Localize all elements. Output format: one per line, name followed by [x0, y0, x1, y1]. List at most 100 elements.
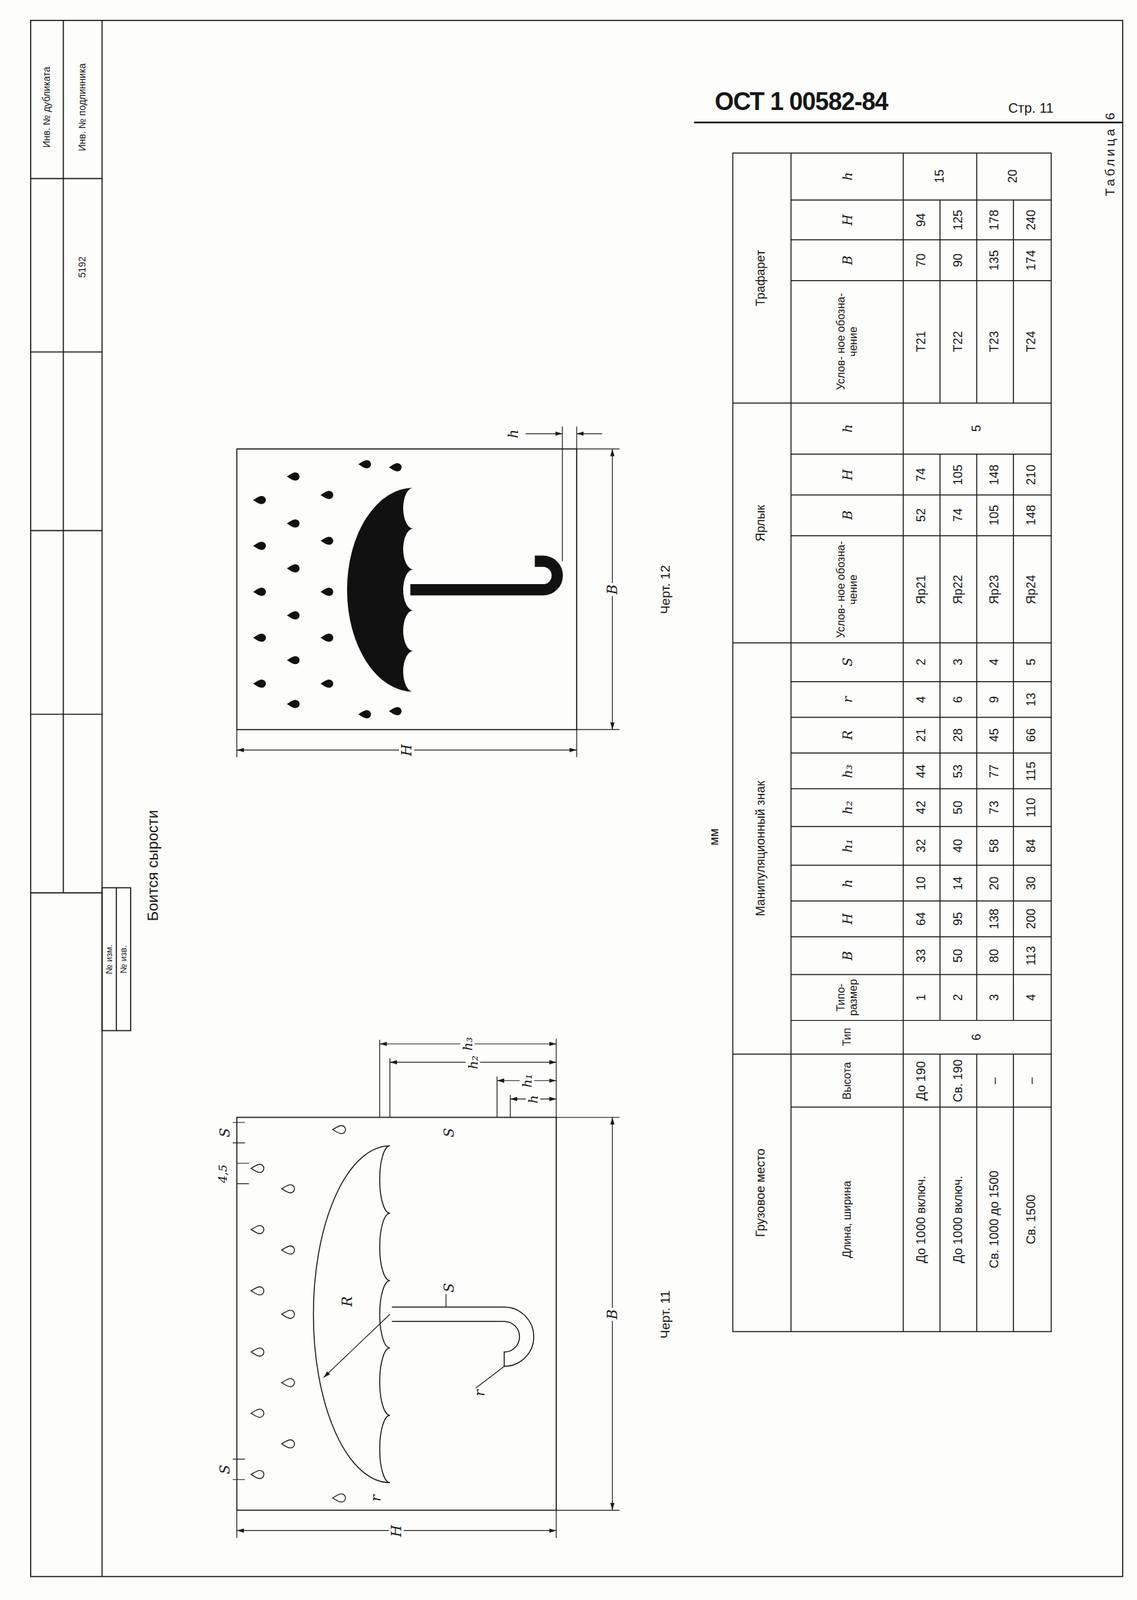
rain-drop — [250, 1225, 264, 1235]
table-header: h — [839, 405, 855, 453]
table-cell: Яр21 — [914, 537, 929, 641]
dimension-label: B — [604, 1308, 620, 1322]
table-cell: 113 — [1024, 938, 1039, 973]
frame-border — [30, 20, 1123, 1578]
table-cell: 125 — [951, 202, 966, 238]
table-cell: 15 — [933, 155, 948, 199]
dimension-lines — [237, 426, 620, 758]
table-cell: 74 — [951, 496, 966, 534]
dimension-label: H — [388, 1523, 404, 1539]
strip-line — [30, 892, 103, 894]
table-cell: 110 — [1024, 791, 1039, 825]
table-cell: До 1000 включ. — [914, 1109, 929, 1331]
rain-drop — [286, 655, 300, 665]
table-cell: 84 — [1024, 828, 1039, 864]
radius-leader — [473, 1366, 505, 1390]
dimension-label: S — [441, 1126, 457, 1140]
strip-line — [30, 351, 103, 353]
table-header: Манипуляционный знак — [754, 646, 769, 1051]
stamp-field: Инв. № подлинника — [77, 62, 88, 152]
table-cell: – — [1024, 1056, 1039, 1106]
header-rule — [694, 121, 1123, 123]
rain-drop — [388, 707, 402, 716]
table-cell: 13 — [1024, 683, 1039, 716]
table-border — [732, 153, 1051, 1332]
table-cell: 115 — [1024, 755, 1039, 787]
dimension-label: h — [525, 1093, 540, 1105]
dimension-label: h — [505, 427, 521, 440]
rain-drop — [281, 1440, 295, 1449]
umbrella-shaft-outline — [392, 1307, 505, 1322]
rain-drop — [320, 587, 334, 596]
thickness-tick — [445, 1294, 447, 1308]
page-frame — [30, 20, 1123, 1578]
table-cell: 53 — [951, 755, 966, 787]
table-cell: До 1000 включ. — [951, 1109, 966, 1331]
rain-drop — [358, 710, 372, 719]
table-cell: 3 — [951, 645, 966, 680]
table-header: H — [839, 202, 855, 238]
table-cell: 3 — [988, 977, 1002, 1019]
strip-line — [30, 530, 103, 532]
drop-size-tick — [237, 1163, 250, 1185]
rain-drop — [286, 519, 300, 528]
dimension-label: h₂ — [465, 1054, 480, 1071]
dimension-line — [525, 433, 563, 434]
dimension-label: h₁ — [519, 1072, 534, 1090]
extension-line — [237, 729, 577, 758]
table-cell: 77 — [988, 755, 1002, 787]
table-cell: 2 — [914, 645, 929, 680]
table-cell: 73 — [988, 791, 1002, 825]
table-header: h — [839, 155, 855, 199]
table-cell: 94 — [914, 202, 929, 238]
rain-drop — [250, 1409, 264, 1418]
table-cell: 4 — [914, 683, 929, 716]
strip-line — [101, 20, 104, 1578]
table-column-rule — [791, 200, 1052, 1108]
table-header: B — [839, 496, 855, 534]
extension-line — [562, 426, 577, 561]
rain-drop — [250, 1286, 264, 1295]
table-cell: 14 — [951, 867, 966, 900]
table-cell: Т24 — [1024, 282, 1039, 402]
rain-drop — [252, 541, 266, 551]
table-cell: 50 — [951, 791, 966, 825]
table-cell: 80 — [988, 938, 1002, 973]
radius-leader — [323, 1314, 391, 1379]
rain-drop — [320, 490, 334, 499]
rain-drop — [250, 1470, 264, 1479]
rain-drop — [332, 1494, 346, 1503]
dimension-label: r — [368, 1493, 384, 1504]
rain-drop — [286, 472, 300, 482]
table-header: Высота — [841, 1056, 854, 1106]
strip-line — [62, 20, 65, 894]
table-header: h₁ — [839, 828, 855, 864]
table-cell: 90 — [951, 241, 966, 279]
table-header: Длина, ширина — [841, 1109, 854, 1331]
table-rule — [902, 153, 904, 1332]
unit-note: мм — [707, 828, 722, 846]
rain-drop — [320, 537, 334, 546]
table-header: r — [839, 683, 855, 716]
table-header: Грузовое место — [754, 1057, 769, 1329]
dimension-label: r — [472, 1388, 488, 1399]
table-cell: 1 — [914, 977, 929, 1019]
rain-drop — [281, 1378, 295, 1388]
table-header: H — [839, 456, 855, 494]
table-header: Услов- ное обозна- чение — [834, 537, 859, 641]
table-header: H — [839, 903, 855, 935]
table-cell: 2 — [951, 977, 966, 1019]
figure-caption: Черт. 12 — [658, 565, 673, 615]
dimension-label: R — [339, 1294, 355, 1308]
rain-drop — [320, 679, 334, 689]
rain-drop — [250, 1164, 264, 1173]
dimension-label: h₃ — [460, 1035, 475, 1053]
table-cell: До 190 — [914, 1056, 929, 1106]
rain-drop — [281, 1246, 295, 1255]
rain-drop — [281, 1184, 295, 1194]
table-header: R — [839, 719, 855, 751]
rain-drop — [252, 587, 266, 596]
table-cell: 105 — [988, 496, 1002, 534]
